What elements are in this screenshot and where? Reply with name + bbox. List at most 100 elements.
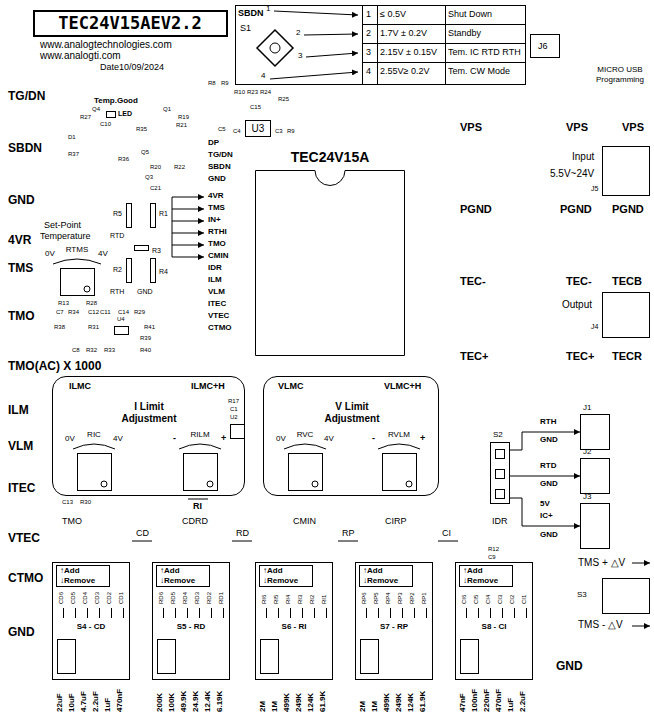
silkscreen-label: C9 <box>488 554 496 560</box>
mode-arrow <box>304 34 358 35</box>
rotary-switch-symbol <box>257 30 293 66</box>
node-text: J6 <box>538 42 548 51</box>
dip-switch-bank: S4 - CD↑Add↓Remove <box>52 562 130 680</box>
label-slot: R4 <box>159 268 168 275</box>
silkscreen-label: CI3 <box>497 595 503 604</box>
silkscreen-label: IC+ <box>540 512 553 520</box>
net-bar <box>132 499 458 541</box>
node-text: 4V <box>113 435 123 443</box>
silkscreen-label: CMIN <box>208 252 228 260</box>
silkscreen-label: DP <box>208 139 219 147</box>
silkscreen-label: TMS - △V <box>578 620 623 630</box>
mode-table-frame <box>236 6 526 85</box>
node-text: RTMS <box>66 246 89 254</box>
ic-symbol <box>231 425 245 439</box>
silkscreen-label: R9 <box>287 128 295 134</box>
silkscreen-label: 61.9K <box>419 691 427 712</box>
silkscreen-label: 499K <box>383 693 391 712</box>
label-slot: RD1 <box>218 592 224 604</box>
silkscreen-label: 4.7uF <box>80 691 88 712</box>
silkscreen-label: CI <box>442 529 451 538</box>
add-remove-key: ↑Add↓Remove <box>156 565 210 587</box>
silkscreen-label: 24.9K <box>192 691 200 712</box>
silkscreen-label: ILM <box>8 404 29 416</box>
silkscreen-label: 1M <box>271 701 279 712</box>
text-slot: S2 <box>493 431 503 439</box>
text-slot: S4 - CD <box>77 623 105 631</box>
label-slot: R34 <box>68 309 79 315</box>
silkscreen-label: C14 <box>118 309 129 315</box>
text-slot: S3 <box>577 591 587 599</box>
silkscreen-label: GND <box>556 660 583 672</box>
silkscreen-label: R25 <box>278 96 289 102</box>
potentiometer: -RVLM+ <box>370 431 429 493</box>
label-slot: 1uF <box>104 698 112 712</box>
silkscreen-label: Q4 <box>92 106 100 112</box>
silkscreen-label: 10uF <box>68 693 76 712</box>
silkscreen-label: VPS <box>460 122 482 133</box>
label-slot: R32 <box>86 347 97 353</box>
text-slot: ↓Remove <box>363 577 398 585</box>
switch-slot <box>496 490 505 499</box>
label-slot: R40 <box>140 347 151 353</box>
trimmer-body <box>289 454 323 491</box>
label-slot: R17 <box>228 398 239 404</box>
label-slot: RD3 <box>194 592 200 604</box>
label-slot: TMO(AC) X 1000 <box>8 360 101 372</box>
switch-body <box>158 640 176 674</box>
potentiometer: 0VRTMS4V <box>45 246 111 298</box>
silkscreen-label: 4VR <box>8 234 31 246</box>
label-slot: Q4 <box>92 106 100 112</box>
node-text: RVC <box>297 431 314 439</box>
dip-switch-bank: S7 - RP ↑Add ↓Remove <box>355 562 433 680</box>
silkscreen-label: RP3 <box>397 592 403 604</box>
silkscreen-label: C7 <box>56 309 64 315</box>
label-slot: R30 <box>80 499 91 505</box>
silkscreen-label: 49.9K <box>180 691 188 712</box>
switch-bank-art <box>256 563 332 679</box>
silkscreen-label: 61.9K <box>319 691 327 712</box>
switch-bank-art <box>356 563 432 679</box>
silkscreen-label: CDRD <box>182 517 208 526</box>
title-box: TEC24V15AEV2.2 <box>33 10 228 37</box>
silkscreen-label: 1uF <box>104 698 112 712</box>
label-slot: R23 <box>247 89 258 95</box>
silkscreen-label: 2.55V≥ 0.2V <box>380 67 429 76</box>
silkscreen-label: Tem. CW Mode <box>448 67 510 76</box>
label-slot: CI2 <box>509 595 515 604</box>
label-slot: R25 <box>278 96 289 102</box>
label-slot: RP <box>342 529 355 538</box>
label-slot: GND <box>540 436 558 444</box>
label-slot: 47nF <box>459 693 467 712</box>
node-text: ↑Add <box>463 567 483 575</box>
label-slot: R2 <box>113 266 122 273</box>
node-text: 0V <box>65 435 75 443</box>
label-slot: 200K <box>156 693 164 712</box>
label-slot: RI1 <box>321 595 327 604</box>
label-slot: CD1 <box>118 592 124 604</box>
silkscreen-label: GND <box>540 531 558 539</box>
silkscreen-label: RTH <box>110 288 124 295</box>
silkscreen-label: TMS + △V <box>578 558 625 568</box>
text-slot: J6 <box>538 42 548 51</box>
pin-arrow <box>172 257 204 258</box>
potentiometer-symbol <box>171 431 229 493</box>
silkscreen-label: RTD <box>110 232 124 239</box>
label-slot: R10 <box>234 89 245 95</box>
node-text: S7 - RP <box>380 623 408 631</box>
label-slot: 2 <box>366 29 371 38</box>
node-text: ILMC+H <box>191 382 225 391</box>
silkscreen-label: CIRP <box>385 517 407 526</box>
node-text: ↑Add <box>363 567 383 575</box>
silkscreen-label: PGND <box>612 204 644 215</box>
switch-slot <box>496 450 505 459</box>
label-slot: C1 <box>230 406 238 412</box>
label-slot: C3 <box>275 128 283 134</box>
silkscreen-label: Date10/09/2024 <box>100 63 164 72</box>
silkscreen-label: R12 <box>488 546 499 552</box>
silkscreen-label: 220nF <box>483 689 491 712</box>
label-slot: C12 <box>88 309 99 315</box>
silkscreen-label: RI <box>193 502 202 511</box>
label-slot: PGND <box>612 204 644 215</box>
silkscreen-label: SBDN <box>208 163 231 171</box>
